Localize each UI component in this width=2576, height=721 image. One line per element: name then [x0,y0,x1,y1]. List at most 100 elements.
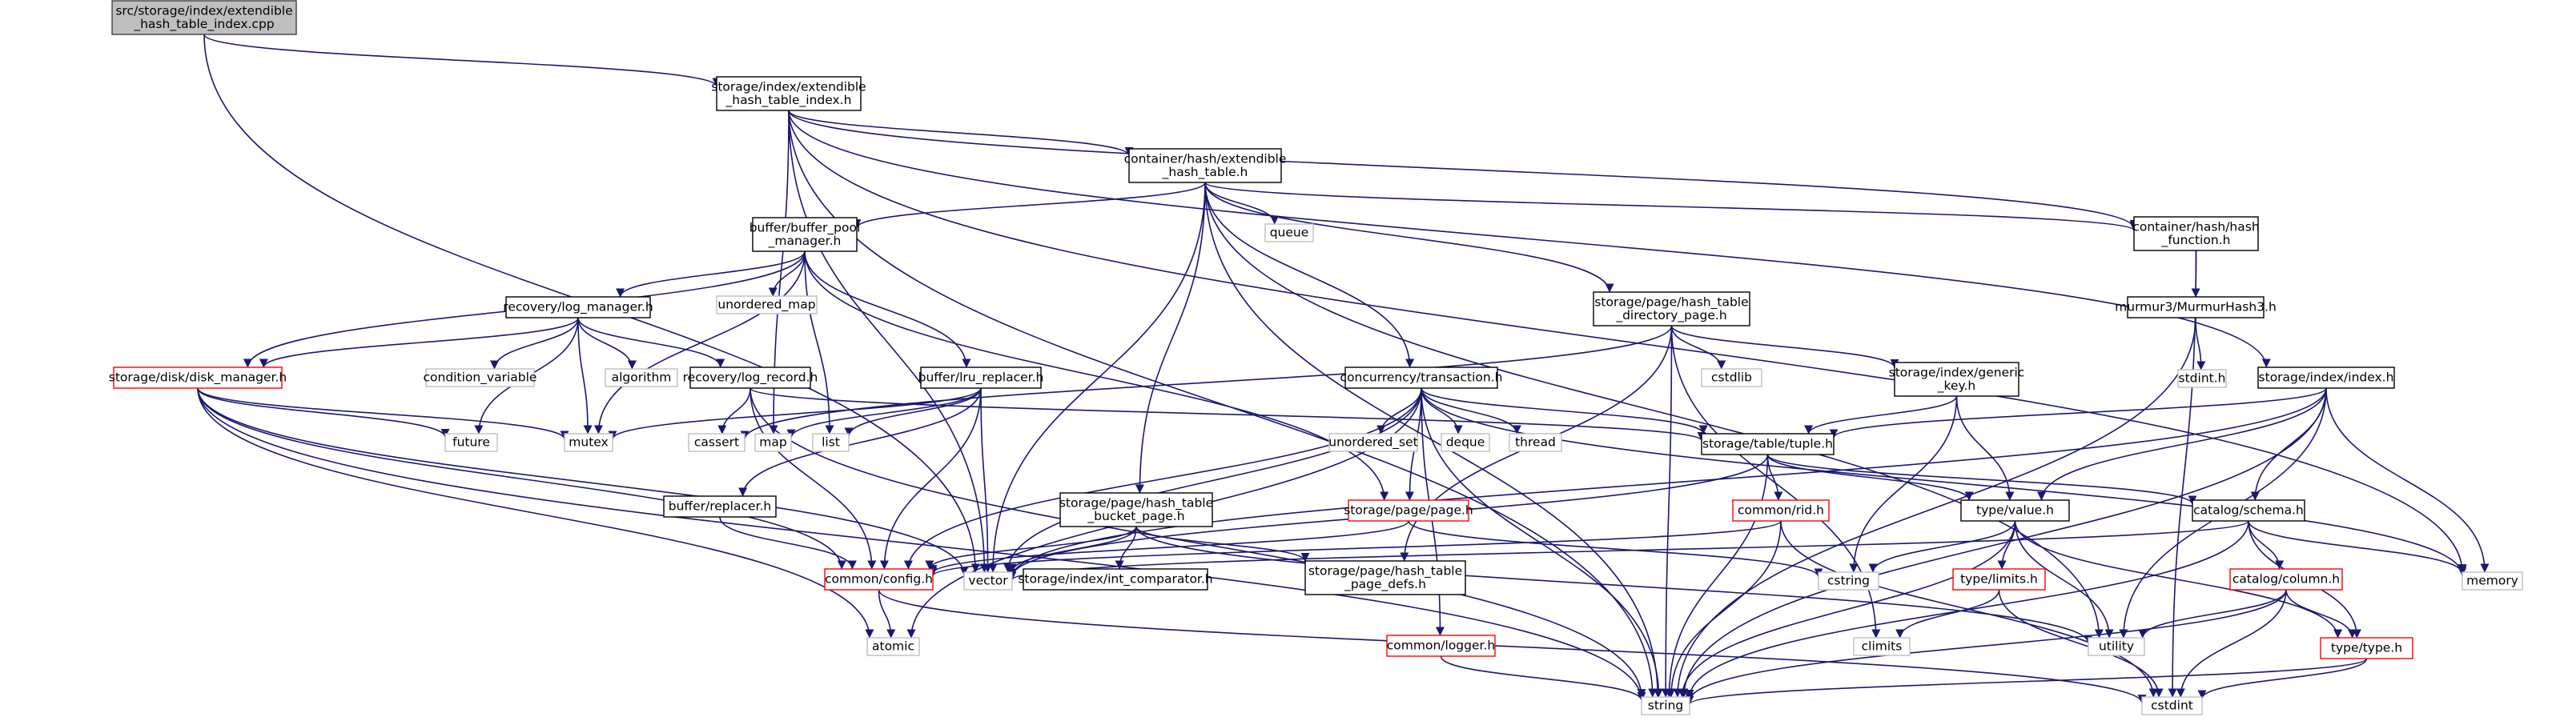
node-box [688,433,745,452]
node-box [1641,696,1690,715]
node-lru[interactable]: buffer/lru_replacer.h [918,367,1044,389]
node-box [824,568,934,591]
node-label: future [452,435,490,450]
node-page_h[interactable]: storage/page/page.h [1344,499,1473,522]
edge-bpm-to-mutex [593,250,806,435]
node-cstdint[interactable]: cstdint [2141,696,2203,715]
edge-lru-to-vector [980,387,993,573]
node-bucket_page[interactable]: storage/page/hash_table_bucket_page.h [1059,492,1213,527]
node-cstdlib[interactable]: cstdlib [1701,368,1762,387]
node-label: storage/page/hash_table [1594,294,1748,310]
edge-schema-to-memory [2248,520,2467,575]
edge-log_record-to-cassert [717,387,751,435]
node-log_manager[interactable]: recovery/log_manager.h [503,296,653,318]
edge-page_h-to-cstring [1408,520,1823,578]
node-unordered_set[interactable]: unordered_set [1328,433,1418,452]
node-box [866,637,920,656]
node-murmur[interactable]: murmur3/MurmurHash3.h [2115,296,2277,318]
edge-transaction-to-thread [1421,387,1521,435]
node-label: _function.h [2161,233,2231,248]
node-type_h[interactable]: type/type.h [2320,637,2413,659]
node-list[interactable]: list [812,433,850,452]
node-generic_key[interactable]: storage/index/generic_key.h [1889,362,2025,397]
node-label: type/limits.h [1960,572,2038,587]
node-thread[interactable]: thread [1509,433,1562,452]
edge-limits-to-climits [1895,589,2000,639]
edge-index_h-to-string [1679,387,2327,698]
node-cond_var[interactable]: condition_variable [424,368,537,387]
node-deque[interactable]: deque [1441,433,1490,452]
node-replacer[interactable]: buffer/replacer.h [663,495,777,518]
edge-disk_manager-to-vector [197,387,969,576]
node-string[interactable]: string [1641,696,1690,715]
node-cassert[interactable]: cassert [688,433,745,452]
node-limits[interactable]: type/limits.h [1952,568,2046,591]
node-bpm[interactable]: buffer/buffer_pool_manager.h [749,217,861,252]
node-queue[interactable]: queue [1264,223,1314,242]
node-column[interactable]: catalog/column.h [2229,568,2343,591]
node-root[interactable]: src/storage/index/extendible_hash_table_… [111,0,297,35]
node-index_h[interactable]: storage/index/index.h [2257,367,2395,389]
node-cstring[interactable]: cstring [1818,571,1879,591]
edge-log_record-to-tuple [749,387,1706,442]
node-hash_func[interactable]: container/hash/hash_function.h [2132,216,2260,251]
node-box [2192,499,2305,522]
node-climits[interactable]: climits [1853,637,1911,656]
node-label: climits [1862,639,1903,654]
node-eht_index[interactable]: storage/index/extendible_hash_table_inde… [711,76,866,111]
node-map[interactable]: map [754,433,792,452]
node-label: type/type.h [2331,641,2402,655]
edge-value-to-string [1678,520,2016,698]
node-dir_page[interactable]: storage/page/hash_table_directory_page.h [1593,291,1750,326]
edge-bpm-to-log_manager [616,250,806,298]
node-algorithm[interactable]: algorithm [605,368,678,387]
node-config[interactable]: common/config.h [824,568,934,591]
node-label: storage/index/extendible [711,79,866,94]
node-int_comp[interactable]: storage/index/int_comparator.h [1018,568,1213,591]
edge-dir_page-to-cassert [740,325,1673,440]
node-box [1441,433,1490,452]
edge-bucket_page-to-utility [1135,526,2093,644]
node-schema[interactable]: catalog/schema.h [2192,499,2305,522]
edge-root-to-eht_index [203,34,721,87]
node-transaction[interactable]: concurrency/transaction.h [1340,367,1503,389]
node-box [2133,216,2259,251]
node-memory[interactable]: memory [2461,571,2523,591]
node-logger[interactable]: common/logger.h [1386,635,1496,657]
node-stdint[interactable]: stdint.h [2177,369,2227,388]
dependency-nodes: src/storage/index/extendible_hash_table_… [109,0,2523,715]
node-label: condition_variable [424,371,537,386]
node-label: cstdint [2151,699,2193,713]
node-mutex[interactable]: mutex [564,433,613,452]
node-box [605,368,678,387]
node-vector[interactable]: vector [963,571,1013,591]
node-rid[interactable]: common/rid.h [1732,499,1830,522]
node-box [1264,223,1314,242]
edge-disk_manager-to-config [197,387,846,570]
edge-log_manager-to-cond_var [490,317,579,370]
node-atomic[interactable]: atomic [866,637,920,656]
node-box [1059,492,1213,527]
edge-eht_index-to-hash_func [788,110,2139,229]
node-cont_eht[interactable]: container/hash/extendible_hash_table.h [1124,148,1287,183]
edge-dir_page-to-cstdlib [1670,325,1726,370]
node-box [444,433,498,452]
edge-tuple-to-schema [1766,454,2197,505]
node-label: vector [968,574,1008,588]
node-tuple[interactable]: storage/table/tuple.h [1701,433,1835,455]
edge-column-to-type_h [2285,589,2357,639]
node-future[interactable]: future [444,433,498,452]
node-label: atomic [872,639,914,654]
edge-page_h-to-config [928,520,1409,575]
node-box [1853,637,1911,656]
edge-type_h-to-cstdint [2197,658,2368,699]
edge-murmur-to-stdint [2195,317,2206,371]
node-defs[interactable]: storage/page/hash_table_page_defs.h [1304,560,1466,595]
node-box [752,217,858,252]
node-unordered_map[interactable]: unordered_map [716,295,818,314]
edge-index_h-to-memory [2325,387,2490,573]
node-log_record[interactable]: recovery/log_record.h [683,367,818,389]
node-utility[interactable]: utility [2088,637,2145,656]
node-value[interactable]: type/value.h [1960,499,2070,522]
node-disk_manager[interactable]: storage/disk/disk_manager.h [109,367,287,389]
